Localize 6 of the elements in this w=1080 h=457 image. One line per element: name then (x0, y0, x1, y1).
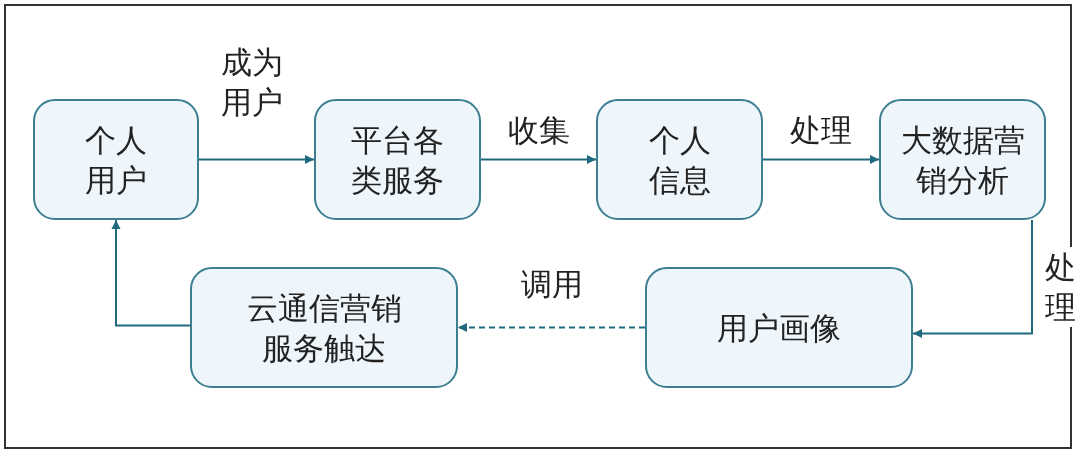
process-box: 个人信息 (596, 99, 763, 220)
process-box: 平台各类服务 (314, 99, 481, 220)
process-box: 云通信营销服务触达 (190, 267, 458, 388)
process-box: 大数据营销分析 (879, 99, 1046, 220)
process-box: 个人用户 (33, 99, 199, 220)
process-box: 用户画像 (645, 267, 913, 388)
